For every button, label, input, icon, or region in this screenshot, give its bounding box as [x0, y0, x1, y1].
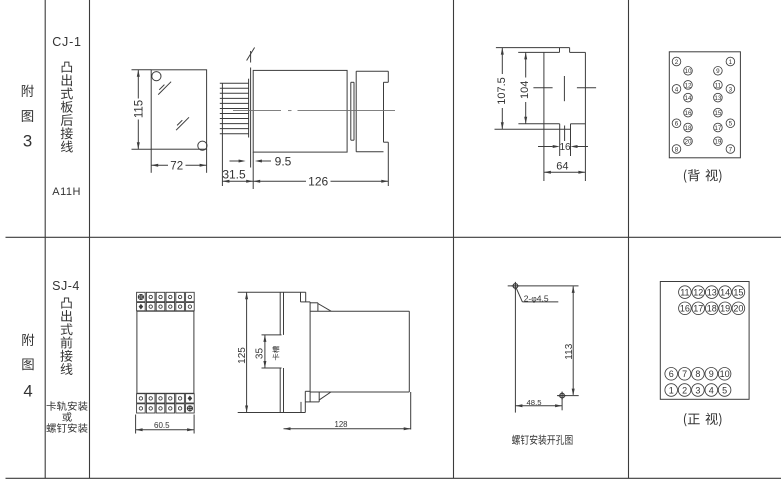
svg-text:18: 18 — [707, 304, 717, 314]
svg-text:10: 10 — [720, 369, 730, 379]
svg-text:16: 16 — [684, 110, 692, 117]
svg-text:60.5: 60.5 — [154, 421, 170, 430]
svg-text:CJ-1: CJ-1 — [52, 35, 82, 49]
svg-text:12: 12 — [693, 287, 703, 297]
svg-text:SJ-4: SJ-4 — [52, 279, 80, 293]
svg-text:7: 7 — [682, 369, 687, 379]
svg-text:2: 2 — [675, 59, 679, 66]
svg-text:8: 8 — [675, 146, 679, 153]
svg-text:20: 20 — [733, 304, 743, 314]
svg-text:13: 13 — [714, 95, 722, 102]
svg-text:19: 19 — [720, 304, 730, 314]
svg-text:5: 5 — [729, 121, 733, 128]
svg-text:6: 6 — [669, 369, 674, 379]
svg-text:4: 4 — [23, 382, 32, 401]
svg-text:107.5: 107.5 — [496, 77, 508, 105]
svg-text:128: 128 — [334, 420, 347, 429]
svg-text:17: 17 — [714, 125, 722, 132]
svg-text:10: 10 — [684, 68, 692, 75]
svg-text:A11H: A11H — [52, 186, 81, 198]
svg-text:16: 16 — [559, 142, 571, 153]
svg-text:1: 1 — [729, 59, 733, 66]
svg-text:15: 15 — [733, 287, 743, 297]
svg-text:6: 6 — [675, 121, 679, 128]
svg-text:8: 8 — [695, 369, 700, 379]
svg-text:31.5: 31.5 — [222, 168, 246, 182]
svg-text:18: 18 — [684, 125, 692, 132]
svg-text:12: 12 — [684, 82, 692, 89]
svg-text:3: 3 — [23, 132, 32, 151]
svg-text:11: 11 — [680, 287, 689, 297]
svg-text:3: 3 — [729, 86, 733, 93]
svg-text:16: 16 — [680, 304, 690, 314]
svg-text:126: 126 — [308, 175, 328, 189]
svg-text:2: 2 — [682, 385, 687, 395]
svg-text:115: 115 — [133, 100, 145, 118]
svg-text:11: 11 — [715, 82, 722, 89]
svg-text:1: 1 — [669, 385, 674, 395]
svg-text:9.5: 9.5 — [275, 155, 292, 169]
svg-text:17: 17 — [693, 304, 703, 314]
svg-text:7: 7 — [729, 146, 733, 153]
svg-text:2-φ4.5: 2-φ4.5 — [524, 293, 549, 303]
svg-text:104: 104 — [519, 81, 531, 99]
svg-text:20: 20 — [684, 139, 692, 146]
svg-text:64: 64 — [556, 161, 568, 173]
svg-text:125: 125 — [237, 347, 248, 364]
svg-text:35: 35 — [255, 348, 266, 360]
svg-text:9: 9 — [716, 68, 720, 75]
svg-text:72: 72 — [170, 160, 183, 172]
svg-text:5: 5 — [722, 385, 727, 395]
svg-text:4: 4 — [709, 385, 714, 395]
svg-text:14: 14 — [720, 287, 730, 297]
svg-text:48.5: 48.5 — [527, 398, 542, 407]
svg-text:15: 15 — [714, 110, 722, 117]
svg-text:113: 113 — [564, 343, 575, 359]
svg-text:14: 14 — [684, 95, 692, 102]
svg-text:9: 9 — [709, 369, 714, 379]
svg-text:3: 3 — [695, 385, 700, 395]
svg-text:13: 13 — [707, 287, 717, 297]
svg-text:4: 4 — [675, 86, 679, 93]
svg-text:19: 19 — [714, 139, 722, 146]
